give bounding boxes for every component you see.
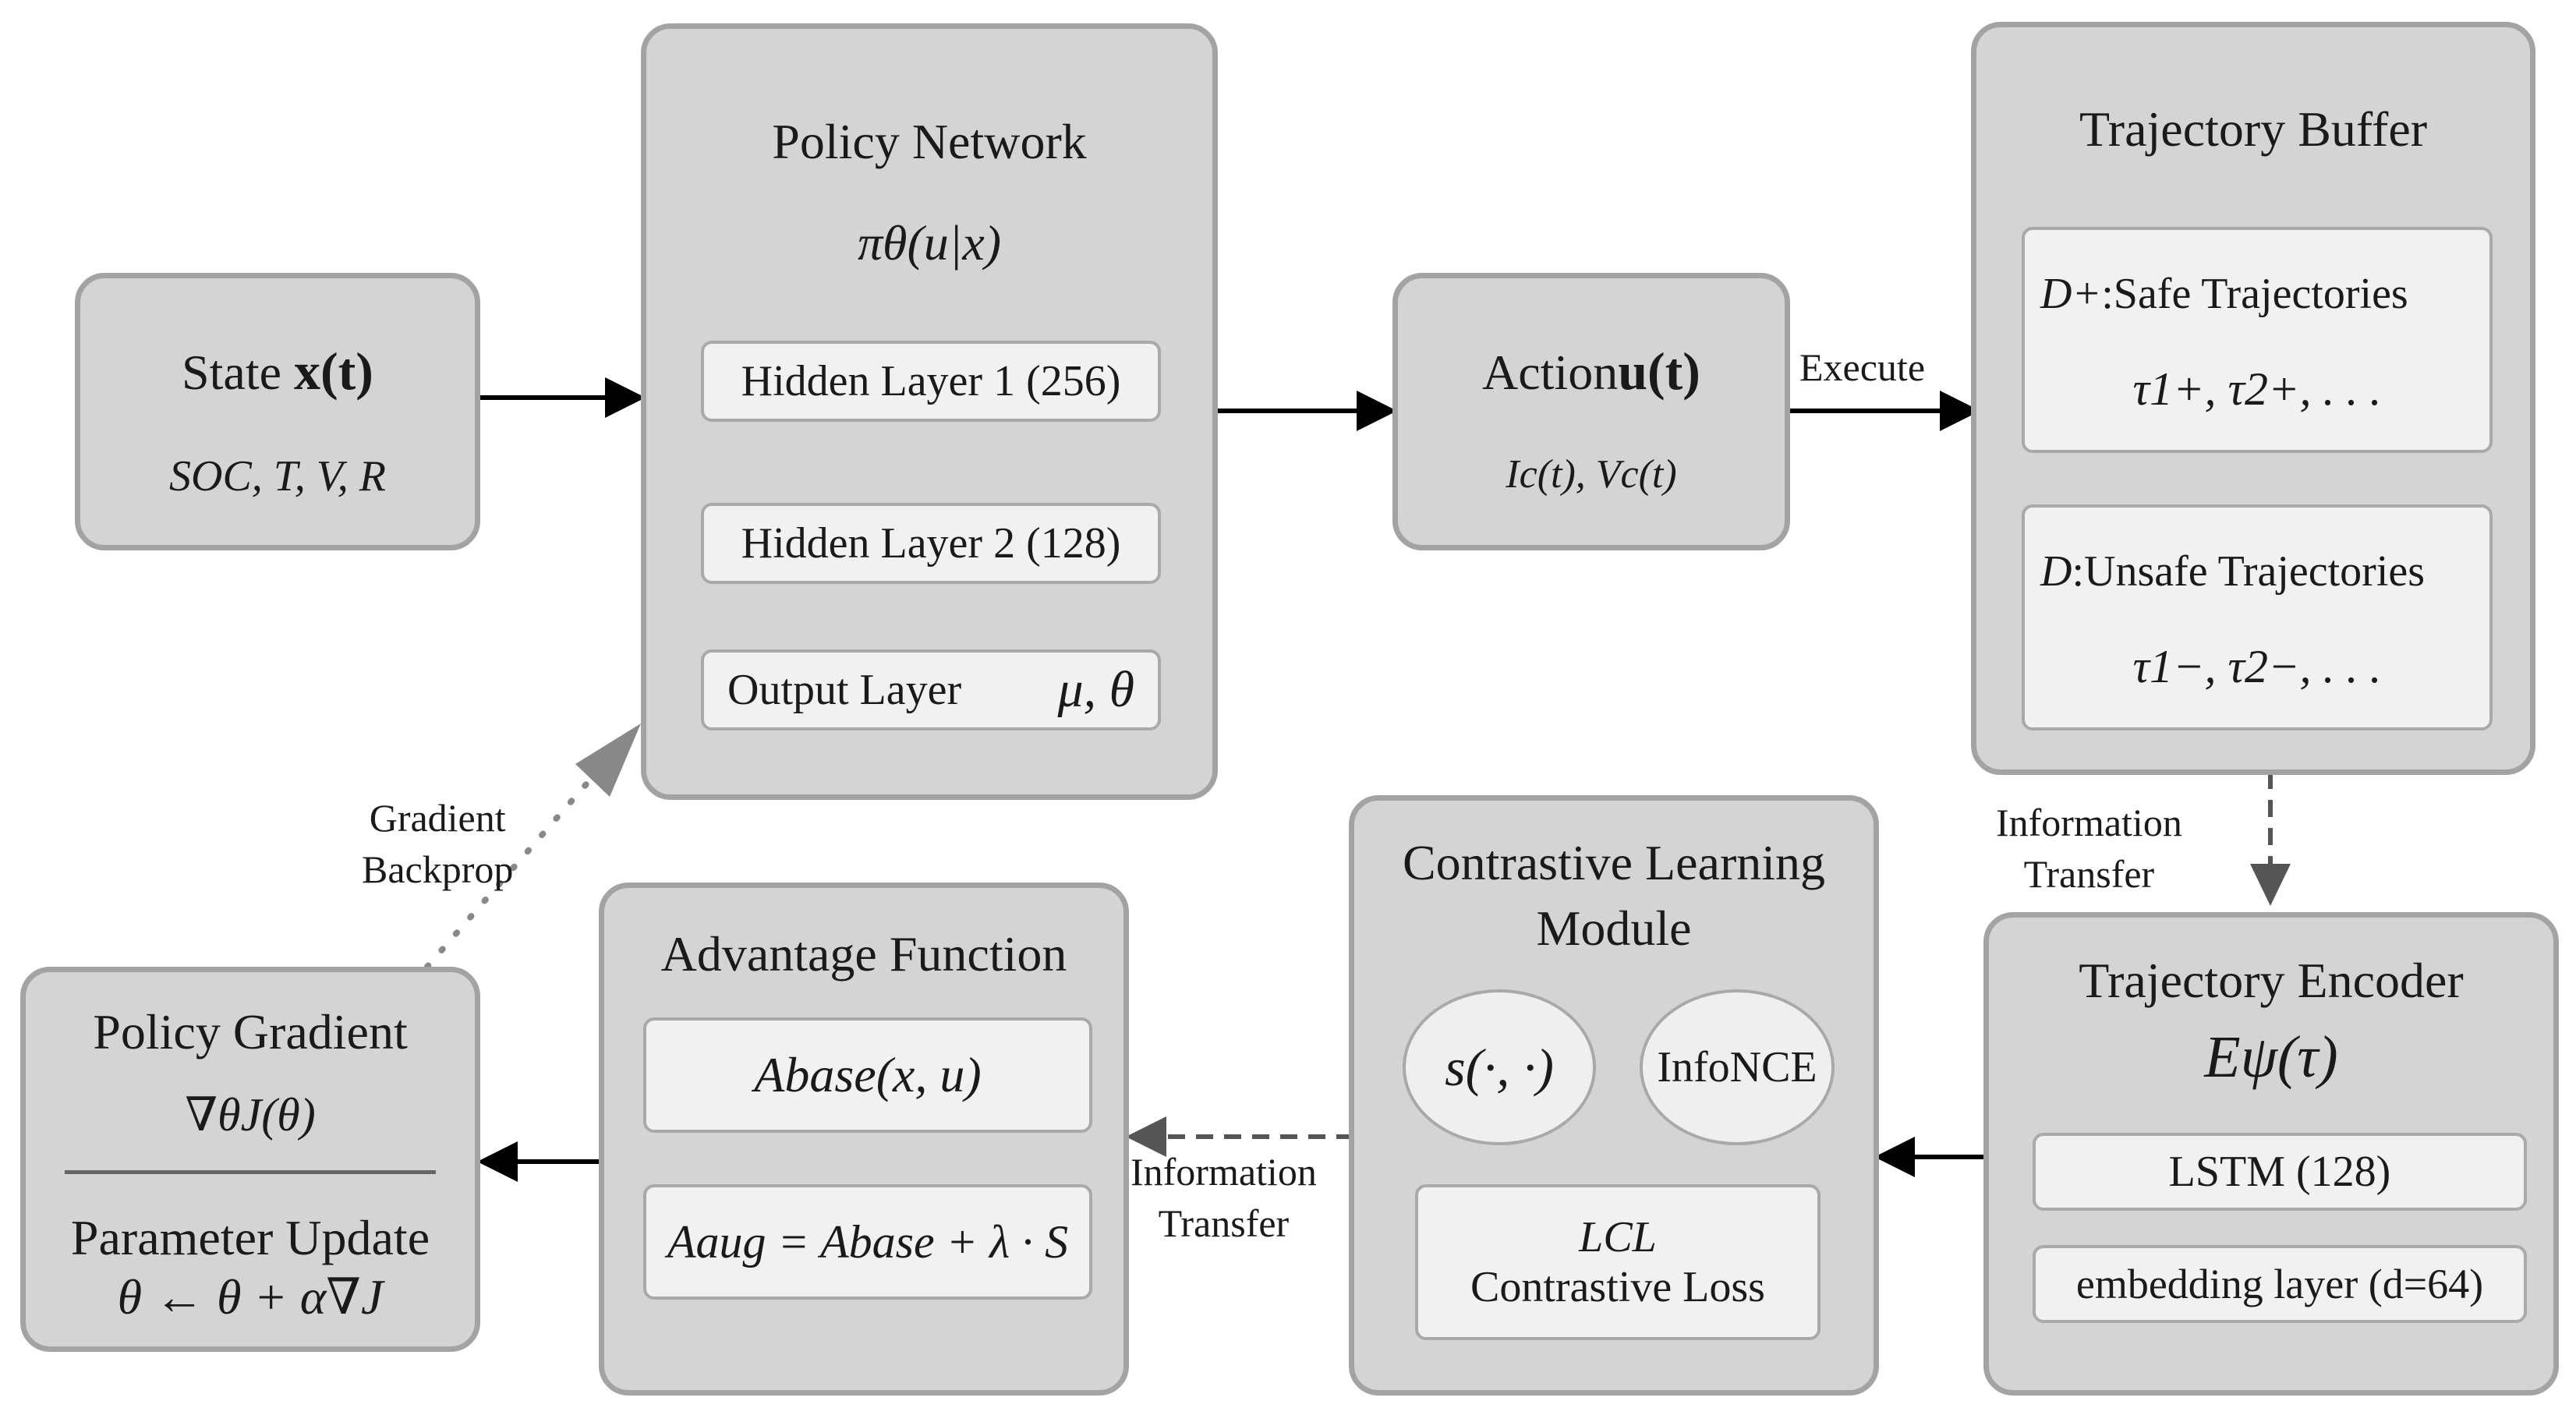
gradient-formula: ∇θJ(θ) [185, 1089, 316, 1141]
encoder-title: Trajectory Encoder [2079, 953, 2464, 1008]
state-title-math: x(t) [294, 341, 373, 401]
contrastive-loss-panel: LCL Contrastive Loss [1415, 1184, 1821, 1340]
update-title: Parameter Update [70, 1210, 430, 1265]
unsafe-trajectories-heading: D:Unsafe Trajectories [2040, 547, 2489, 596]
infonce-node: InfoNCE [1640, 989, 1835, 1145]
safe-trajectories-heading: D+:Safe Trajectories [2040, 269, 2489, 319]
advantage-base-formula: Abase(x, u) [754, 1047, 982, 1102]
info-transfer-1-line1: Information [1996, 801, 2182, 844]
trajectory-buffer-box: Trajectory Buffer D+:Safe Trajectories τ… [1971, 22, 2535, 775]
arrowhead-advantage-to-gradient [477, 1141, 518, 1182]
contrastive-title: Contrastive Learning Module [1354, 830, 1874, 961]
arrowhead-action-to-buffer [1940, 391, 1980, 431]
similarity-node: s(·, ·) [1403, 989, 1596, 1145]
contrastive-title-line2: Module [1536, 900, 1692, 956]
gradient-title: Policy Gradient [93, 1004, 408, 1059]
safe-set-symbol: D+ [2040, 270, 2102, 318]
policy-gradient-box: Policy Gradient ∇θJ(θ) Parameter Update … [20, 967, 480, 1352]
lstm-layer: LSTM (128) [2033, 1133, 2527, 1211]
arrowhead-encoder-to-contrastive [1874, 1137, 1915, 1177]
gradient-backprop-label: Gradient Backprop [362, 792, 513, 895]
state-title-text: State [182, 345, 282, 400]
buffer-title: Trajectory Buffer [2079, 101, 2428, 157]
safe-set-label: :Safe Trajectories [2101, 270, 2408, 318]
arrow-gradient-backprop [424, 765, 603, 970]
state-vars: SOC, T, V, R [169, 452, 386, 501]
action-box: Actionu(t) Ic(t), Vc(t) [1392, 273, 1790, 550]
execute-label: Execute [1799, 345, 1926, 389]
similarity-label: s(·, ·) [1445, 1037, 1554, 1097]
info-transfer-2-line2: Transfer [1158, 1201, 1290, 1245]
info-transfer-2-line1: Information [1131, 1150, 1317, 1194]
lstm-layer-label: LSTM (128) [2168, 1148, 2391, 1196]
advantage-augmented: Aaug = Abase + λ · S [643, 1184, 1092, 1300]
unsafe-trajectory-sequence: τ1−, τ2−, . . . [2132, 641, 2382, 692]
arrowhead-contrastive-to-advantage [1126, 1116, 1166, 1157]
output-layer: Output Layer μ, θ [701, 649, 1161, 730]
info-transfer-label-2: Information Transfer [1131, 1146, 1317, 1249]
gradient-divider [65, 1170, 436, 1174]
backprop-line2: Backprop [362, 847, 514, 891]
policy-network-box: Policy Network πθ(u|x) Hidden Layer 1 (2… [641, 23, 1218, 800]
safe-trajectories-panel: D+:Safe Trajectories τ1+, τ2+, . . . [2022, 227, 2493, 453]
action-formula: Ic(t), Vc(t) [1506, 452, 1677, 497]
embedding-layer: embedding layer (d=64) [2033, 1245, 2527, 1323]
arrowhead-state-to-policy [605, 377, 646, 418]
unsafe-set-label: :Unsafe Trajectories [2072, 547, 2426, 596]
contrastive-loss-label: Contrastive Loss [1470, 1263, 1765, 1311]
contrastive-loss-symbol: LCL [1579, 1213, 1657, 1261]
output-layer-params: μ, θ [1057, 661, 1134, 718]
arrowhead-buffer-to-encoder [2250, 864, 2291, 906]
update-formula: θ ← θ + α∇J [117, 1269, 384, 1325]
contrastive-learning-box: Contrastive Learning Module s(·, ·) Info… [1349, 795, 1879, 1396]
advantage-base: Abase(x, u) [643, 1017, 1092, 1133]
advantage-function-box: Advantage Function Abase(x, u) Aaug = Ab… [599, 883, 1129, 1396]
contrastive-title-line1: Contrastive Learning [1402, 835, 1826, 890]
info-transfer-1-line2: Transfer [2023, 852, 2155, 896]
hidden-layer-1: Hidden Layer 1 (256) [701, 341, 1161, 422]
hidden-layer-1-label: Hidden Layer 1 (256) [741, 357, 1121, 405]
arrowhead-policy-to-action [1357, 391, 1397, 431]
backprop-line1: Gradient [369, 796, 506, 840]
trajectory-encoder-box: Trajectory Encoder Eψ(τ) LSTM (128) embe… [1983, 912, 2559, 1396]
info-transfer-label-1: Information Transfer [1996, 797, 2182, 900]
output-layer-label: Output Layer [727, 666, 962, 714]
state-box: State x(t) SOC, T, V, R [75, 273, 480, 550]
infonce-label: InfoNCE [1657, 1043, 1817, 1091]
state-title: State x(t) [80, 341, 475, 402]
unsafe-trajectories-panel: D:Unsafe Trajectories τ1−, τ2−, . . . [2022, 504, 2493, 730]
encoder-formula: Eψ(τ) [2204, 1024, 2338, 1090]
advantage-aug-formula: Aaug = Abase + λ · S [667, 1215, 1069, 1268]
embedding-layer-label: embedding layer (d=64) [2075, 1261, 2484, 1307]
hidden-layer-2: Hidden Layer 2 (128) [701, 503, 1161, 584]
action-title: Actionu(t) [1398, 341, 1785, 402]
action-title-text: Action [1482, 345, 1619, 400]
hidden-layer-2-label: Hidden Layer 2 (128) [741, 519, 1121, 568]
policy-title: Policy Network [772, 114, 1087, 169]
advantage-title: Advantage Function [660, 926, 1067, 982]
unsafe-set-symbol: D [2040, 547, 2072, 596]
safe-trajectory-sequence: τ1+, τ2+, . . . [2132, 363, 2382, 415]
action-title-math: u(t) [1618, 341, 1700, 401]
arrowhead-gradient-backprop [575, 723, 641, 797]
policy-formula: πθ(u|x) [857, 215, 1002, 271]
